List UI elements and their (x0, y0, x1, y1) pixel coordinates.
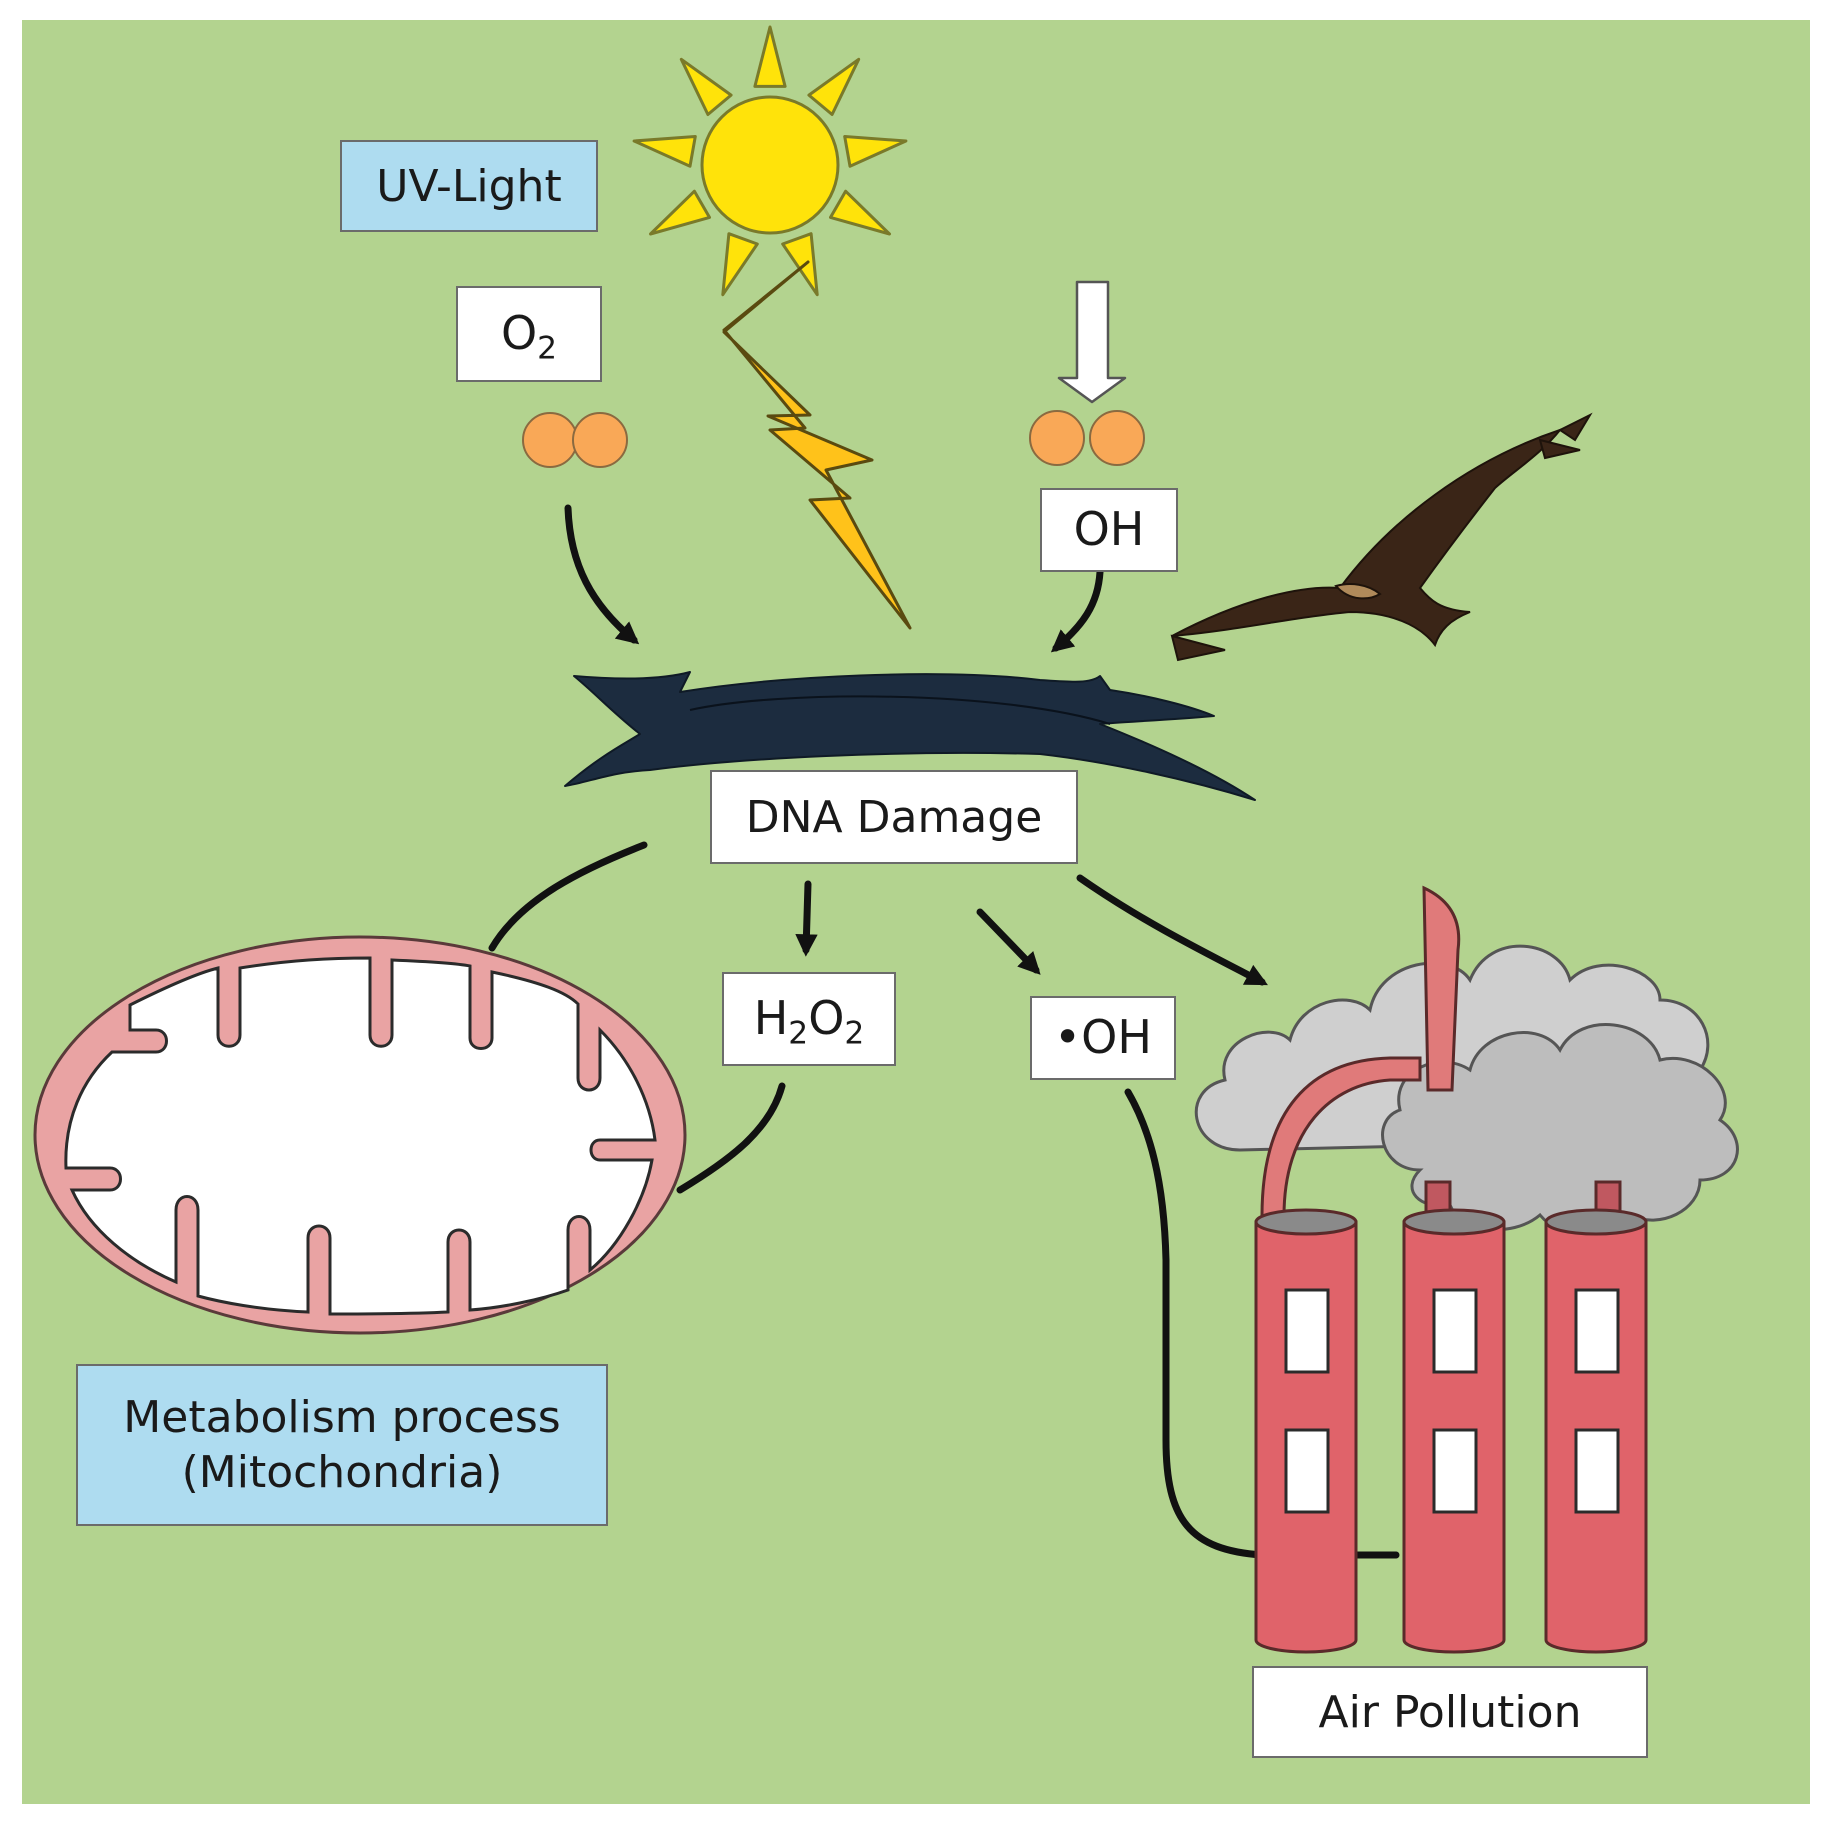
factory-chimneys-icon (1254, 1208, 1648, 1654)
o2-label: O2 (456, 286, 602, 382)
sun-ray (753, 25, 787, 88)
arrows (564, 504, 1268, 986)
sun-ray (679, 57, 733, 116)
chimney-window (1284, 1428, 1330, 1514)
sun-ray (721, 232, 759, 297)
chimney-window (1574, 1428, 1620, 1514)
chimney (1254, 1208, 1358, 1654)
line-dna-to-mitochondria (488, 841, 648, 952)
arrow-oh-to-dna (1050, 568, 1104, 653)
chimney-window (1432, 1288, 1478, 1374)
sun-ray (649, 189, 711, 236)
lightning-bolt-icon (722, 260, 912, 630)
metabolism-line2: (Mitochondria) (181, 1447, 503, 1498)
connector-lines (488, 841, 1400, 1559)
background-panel (22, 20, 1810, 1804)
pipes (1260, 885, 1622, 1218)
chimney-window (1574, 1288, 1620, 1374)
h2o2-text: H2O2 (753, 991, 865, 1052)
chimney-window (1432, 1428, 1478, 1514)
air-pollution-label: Air Pollution (1252, 1666, 1648, 1758)
bird-icon (1170, 412, 1593, 662)
mitochondria-inner (64, 956, 657, 1316)
metabolism-line1: Metabolism process (123, 1392, 561, 1443)
radical-oh-text: •OH (1054, 1010, 1152, 1065)
sun-ray (829, 189, 891, 236)
arrow-dna-to-pollution (1076, 874, 1268, 986)
sun-ray (843, 135, 908, 168)
arrow-dna-to-h2o2 (795, 880, 818, 957)
sun-ray (807, 57, 861, 116)
mitochondria-icon (33, 935, 687, 1335)
chimney-window (1284, 1288, 1330, 1374)
oxygen-molecule-icon (522, 412, 628, 468)
radical-oh-label: •OH (1030, 996, 1176, 1080)
dna-damage-text: DNA Damage (745, 791, 1043, 843)
dna-damage-label: DNA Damage (710, 770, 1078, 864)
oh-label: OH (1040, 488, 1178, 572)
hydroxyl-molecule-icon (1029, 410, 1145, 466)
sun-ray (632, 135, 697, 168)
air-pollution-text: Air Pollution (1318, 1686, 1582, 1738)
uv-light-label: UV-Light (340, 140, 598, 232)
line-h2o2-to-mitochondria (676, 1082, 786, 1194)
sun-icon (632, 25, 908, 297)
oh-text: OH (1073, 502, 1145, 557)
uv-light-text: UV-Light (376, 160, 562, 212)
chimney (1544, 1208, 1648, 1654)
down-arrow-icon (1057, 280, 1127, 404)
arrow-dna-to-radical (976, 908, 1041, 975)
metabolism-label: Metabolism process (Mitochondria) (76, 1364, 608, 1526)
arrow-o2-to-dna (564, 504, 640, 645)
line-radical-to-chimneys (1124, 1088, 1400, 1559)
h2o2-label: H2O2 (722, 972, 896, 1066)
chimney (1402, 1208, 1506, 1654)
o2-text: O2 (500, 306, 558, 367)
dna-strand-icon (564, 671, 1256, 801)
